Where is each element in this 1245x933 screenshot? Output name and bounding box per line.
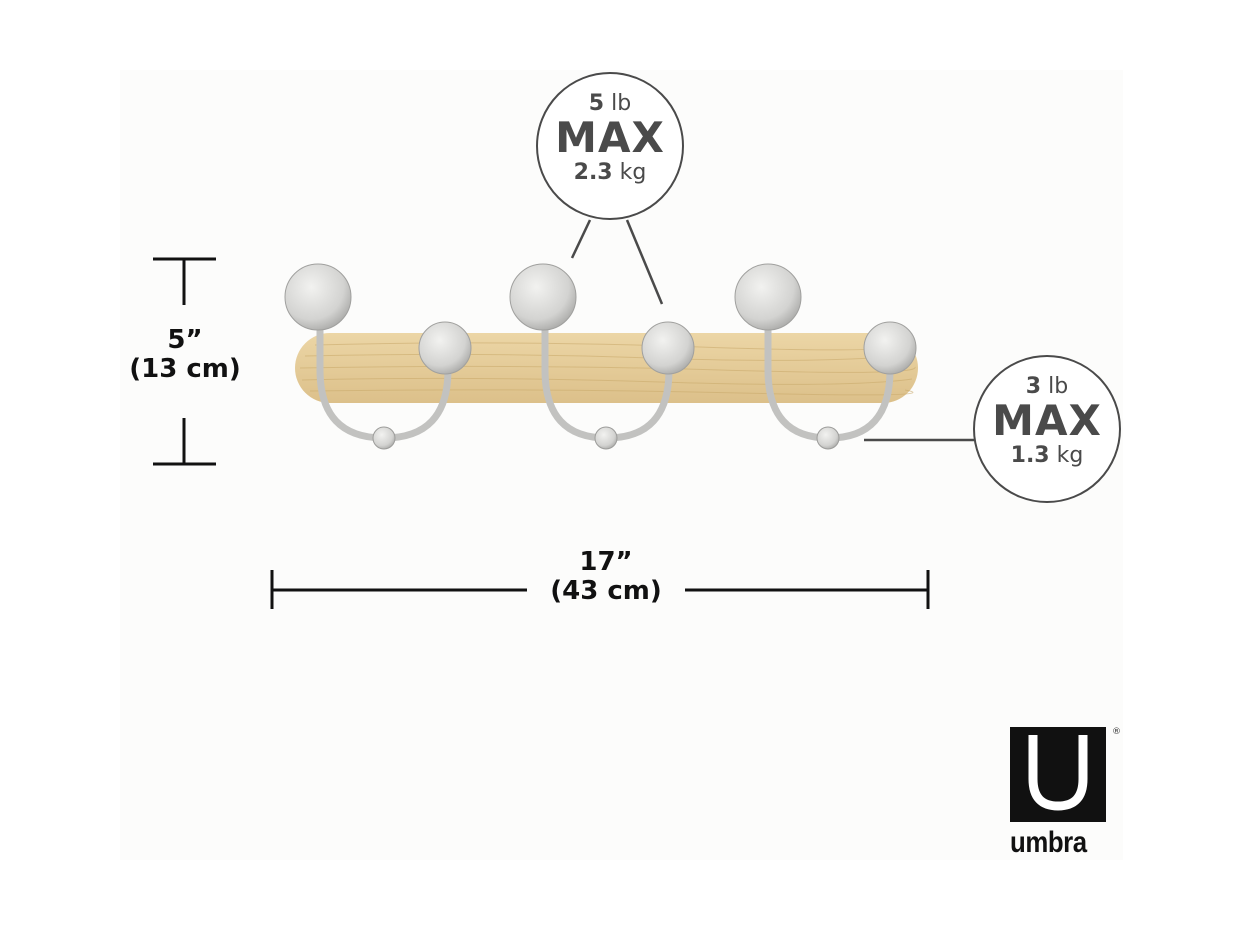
u-shape-icon <box>1028 735 1088 811</box>
upper-load-kilograms-unit: kg <box>619 160 647 185</box>
height-inches: 5” <box>167 325 203 355</box>
width-inches: 17” <box>579 547 633 577</box>
lower-load-pounds-unit: lb <box>1048 374 1069 399</box>
upper-load-leader-lines <box>570 219 664 305</box>
registered-trademark-symbol: ® <box>1112 727 1121 737</box>
upper-load-kilograms-value: 2.3 <box>573 160 613 185</box>
upper-load-pounds-value: 5 <box>588 91 605 116</box>
lower-load-kilograms-value: 1.3 <box>1010 443 1050 468</box>
upper-hook-max-load-badge: 5 lb MAX 2.3 kg <box>536 72 684 220</box>
umbra-logo: umbra <box>1010 727 1110 860</box>
width-dimension-marker <box>270 570 930 609</box>
umbra-logo-mark <box>1010 727 1106 822</box>
height-centimeters: (13 cm) <box>129 354 241 385</box>
hook-3 <box>734 263 917 450</box>
width-centimeters: (43 cm) <box>550 576 662 607</box>
width-dimension-label: 17” (43 cm) <box>527 547 685 607</box>
lower-hook-max-load-badge: 3 lb MAX 1.3 kg <box>973 355 1121 503</box>
lower-load-pounds-value: 3 <box>1025 374 1042 399</box>
hook-1 <box>284 263 472 450</box>
hook-2 <box>509 263 695 450</box>
lower-load-max-label: MAX <box>992 396 1102 445</box>
upper-load-pounds-unit: lb <box>611 91 632 116</box>
height-dimension-label: 5” (13 cm) <box>110 325 260 385</box>
umbra-wordmark: umbra <box>1010 826 1087 859</box>
lower-load-kilograms-unit: kg <box>1056 443 1084 468</box>
height-dimension-marker <box>153 257 216 466</box>
upper-load-max-label: MAX <box>555 113 665 162</box>
